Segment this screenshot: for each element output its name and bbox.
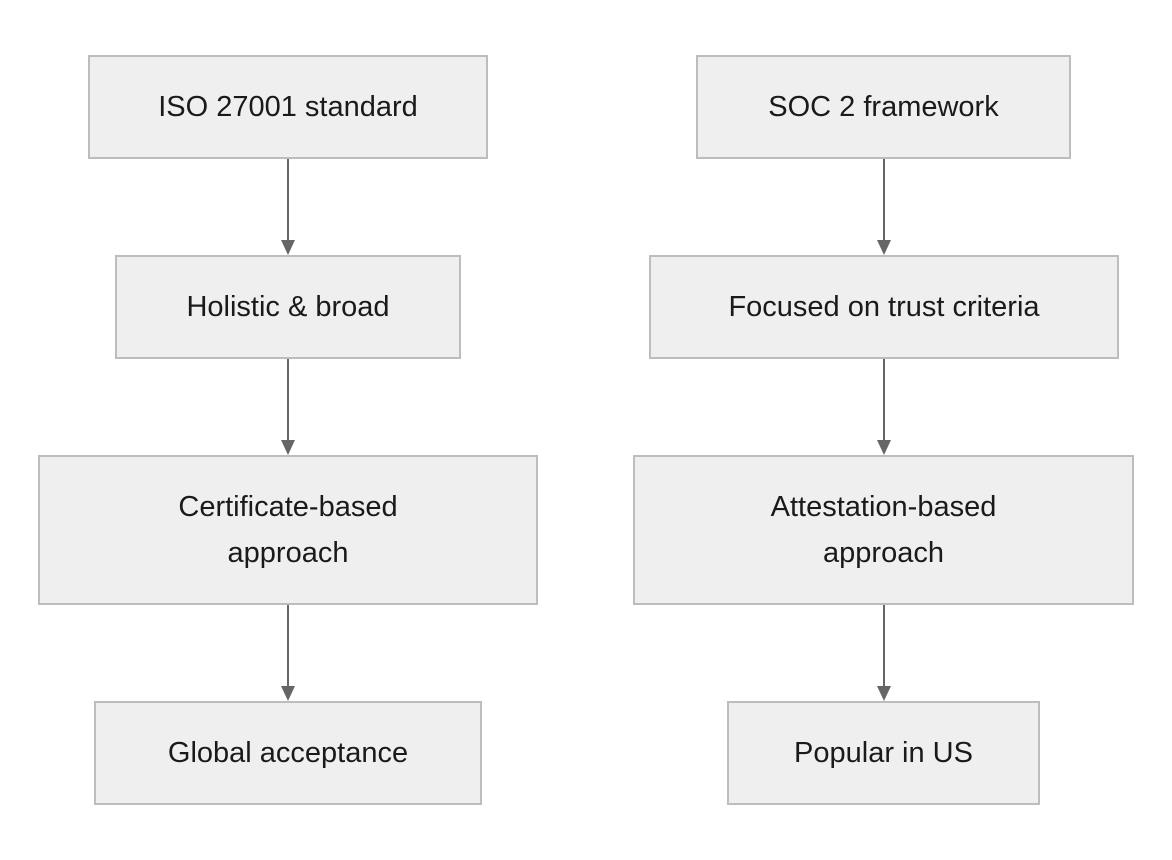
edge-focused-to-attestation [877,359,891,455]
node-label: Focused on trust criteria [728,291,1040,323]
edge-attestation-to-popular [877,605,891,701]
edge-iso-to-holistic [281,159,295,255]
node-soc-2-framework: SOC 2 framework [696,55,1071,159]
node-label: Attestation-based approach [770,491,997,569]
node-label: Certificate-based approach [178,491,398,569]
node-label: Global acceptance [167,737,409,769]
edge-certificate-to-global [281,605,295,701]
node-label: Holistic & broad [186,291,390,323]
node-focused-on-trust-criteria: Focused on trust criteria [649,255,1119,359]
node-certificate-based-approach: Certificate-based approach [38,455,538,605]
node-global-acceptance: Global acceptance [94,701,482,805]
node-iso-27001-standard: ISO 27001 standard [88,55,488,159]
node-holistic-broad: Holistic & broad [115,255,461,359]
edge-holistic-to-certificate [281,359,295,455]
node-label: ISO 27001 standard [158,91,418,123]
node-attestation-based-approach: Attestation-based approach [633,455,1134,605]
node-label: Popular in US [794,737,973,769]
edge-soc-to-focused [877,159,891,255]
node-popular-in-us: Popular in US [727,701,1040,805]
node-label: SOC 2 framework [768,91,999,123]
